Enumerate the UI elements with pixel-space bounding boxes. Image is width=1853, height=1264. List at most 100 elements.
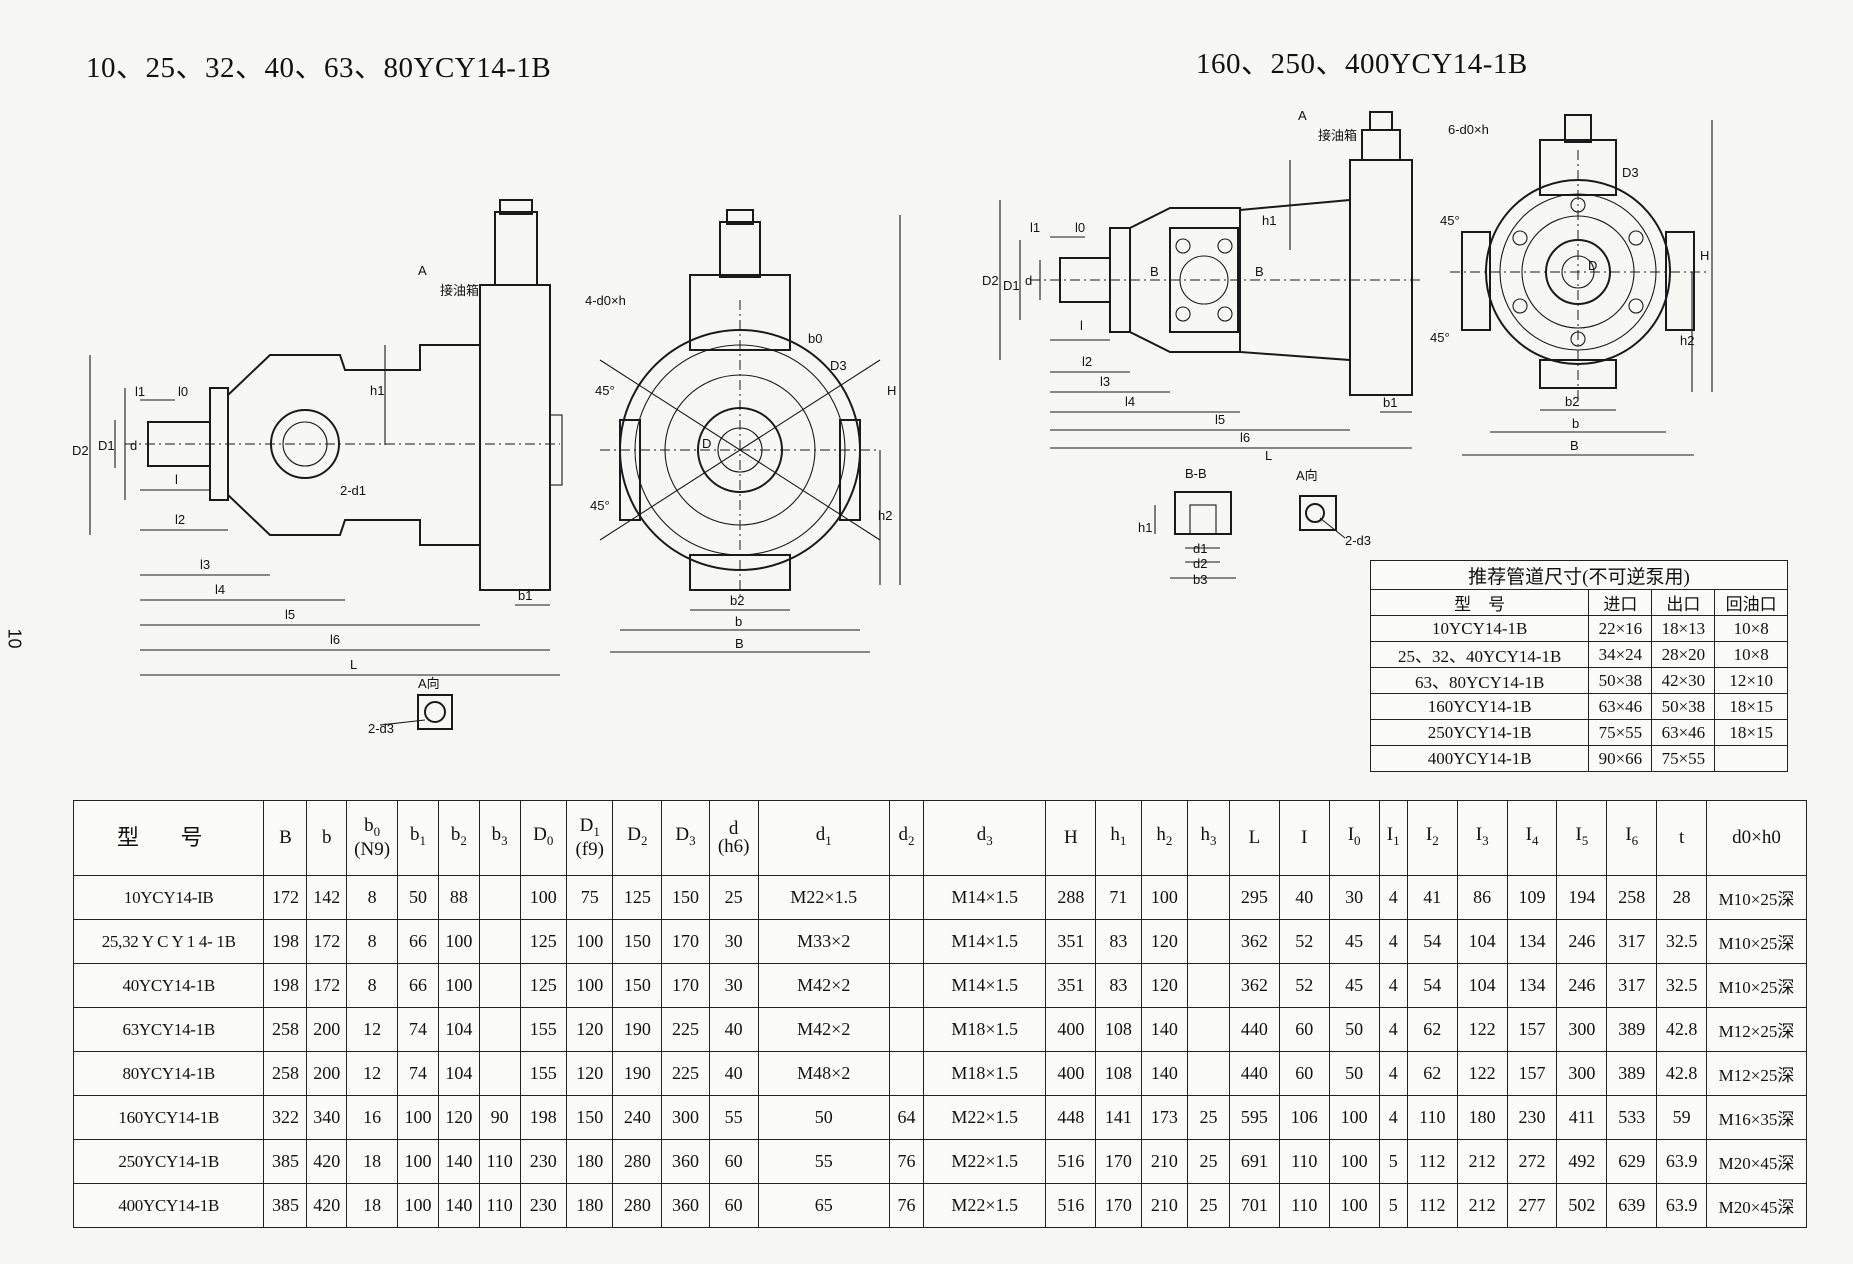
- dim-header-symbol: b: [491, 824, 502, 846]
- dim-value-cell: 198: [263, 919, 308, 964]
- left-front-view: 4-d0×h b0 D3 D 45° 45° H h2 b2 b B: [585, 209, 901, 653]
- dim-header-symbol: b: [322, 827, 332, 848]
- dim-header-symbol: I: [1386, 824, 1394, 846]
- dim-value-cell: 155: [519, 1051, 567, 1096]
- pipe-header-return: 回油口: [1714, 589, 1788, 616]
- dim-header-cell: I3: [1456, 800, 1508, 876]
- label-L-right: L: [1265, 448, 1272, 463]
- dim-header-symbol: t: [1678, 827, 1685, 848]
- dim-value-cell: [888, 963, 924, 1008]
- dim-value-cell: 225: [661, 1051, 710, 1096]
- dim-value-cell: 60: [1278, 1007, 1330, 1052]
- dim-value-cell: 52: [1278, 919, 1330, 964]
- dim-value-cell: 100: [1328, 1139, 1380, 1184]
- dim-value-cell: M48×2: [757, 1051, 890, 1096]
- dim-value-cell: 300: [661, 1095, 710, 1140]
- dim-value-cell: 18: [346, 1183, 399, 1228]
- dim-value-cell: 108: [1095, 1007, 1142, 1052]
- dim-value-cell: 246: [1556, 919, 1608, 964]
- dim-value-cell: 8: [346, 875, 399, 920]
- dim-value-cell: 150: [565, 1095, 614, 1140]
- label-D1: D1: [98, 438, 115, 453]
- dim-value-cell: 120: [437, 1095, 480, 1140]
- label-d1-bb: d1: [1193, 541, 1207, 556]
- dim-value-cell: 300: [1556, 1051, 1608, 1096]
- dim-value-cell: [478, 963, 521, 1008]
- dim-header-tolerance: (h6): [717, 836, 750, 857]
- label-l4-right: l4: [1125, 394, 1135, 409]
- dim-header-symbol: I: [1347, 824, 1355, 846]
- right-drawing-title: 160、250、400YCY14-1B: [1196, 48, 1528, 80]
- dim-value-cell: 280: [612, 1139, 663, 1184]
- dim-header-tolerance: (f9): [575, 838, 604, 860]
- dim-header-subscript: 1: [593, 823, 600, 839]
- pipe-table-cell: 400YCY14-1B: [1369, 745, 1590, 772]
- label-h2-left: h2: [878, 508, 892, 523]
- dim-value-cell: M22×1.5: [922, 1139, 1047, 1184]
- dim-header-cell: b2: [437, 800, 480, 876]
- dim-value-cell: 400: [1045, 1007, 1097, 1052]
- dim-value-cell: 100: [437, 919, 480, 964]
- dim-value-cell: 76: [888, 1183, 924, 1228]
- dim-value-cell: 140: [437, 1139, 480, 1184]
- label-4-d0xh: 4-d0×h: [585, 293, 626, 308]
- dim-value-cell: 66: [397, 919, 439, 964]
- dim-value-cell: 170: [1095, 1139, 1142, 1184]
- label-l5: l5: [285, 607, 295, 622]
- label-L: L: [350, 657, 357, 672]
- dim-value-cell: 280: [612, 1183, 663, 1228]
- dim-value-cell: [1187, 875, 1230, 920]
- pipe-table-caption: 推荐管道尺寸(不可逆泵用): [1370, 560, 1788, 590]
- dim-header-cell: D2: [612, 800, 663, 876]
- dim-value-cell: 134: [1506, 919, 1558, 964]
- dim-value-cell: 16: [346, 1095, 399, 1140]
- label-b1-right: b1: [1383, 395, 1397, 410]
- dim-value-cell: 40: [708, 1051, 759, 1096]
- dim-value-cell: 629: [1606, 1139, 1658, 1184]
- dim-value-cell: 411: [1556, 1095, 1608, 1140]
- dim-value-cell: 258: [263, 1007, 308, 1052]
- label-l6: l6: [330, 632, 340, 647]
- dim-value-cell: M14×1.5: [922, 919, 1047, 964]
- label-b2-left: b2: [730, 593, 744, 608]
- label-b2-right: b2: [1565, 394, 1579, 409]
- dim-header-cell: B: [263, 800, 308, 876]
- dim-value-cell: 351: [1045, 919, 1097, 964]
- dim-value-cell: 125: [612, 875, 663, 920]
- dim-header-subscript: 2: [1432, 832, 1439, 848]
- dim-header-symbol: H: [1063, 827, 1078, 848]
- dim-header-tolerance: (N9): [354, 838, 391, 860]
- pipe-table-cell: 50×38: [1588, 667, 1653, 694]
- pipe-table-cell: 34×24: [1588, 641, 1653, 668]
- dim-header-symbol: d0×h0: [1732, 827, 1781, 848]
- dim-header-cell: I1: [1378, 800, 1408, 876]
- dim-header-cell: d0×h0: [1706, 800, 1807, 876]
- dim-value-cell: 170: [661, 963, 710, 1008]
- dim-value-cell: 75: [565, 875, 614, 920]
- label-A-right: A: [1298, 108, 1307, 123]
- dim-header-symbol: d: [815, 824, 826, 846]
- right-front-view: 6-d0×h D3 D 45° 45° H h2 b2 b B: [1430, 114, 1713, 456]
- dim-value-cell: 420: [306, 1139, 348, 1184]
- dim-header-cell: d3: [922, 800, 1047, 876]
- dim-value-cell: 100: [519, 875, 567, 920]
- dim-value-cell: 288: [1045, 875, 1097, 920]
- dim-value-cell: 230: [1506, 1095, 1558, 1140]
- dim-value-cell: 55: [708, 1095, 759, 1140]
- dim-value-cell: 340: [306, 1095, 348, 1140]
- dim-value-cell: 173: [1140, 1095, 1189, 1140]
- dim-value-cell: 104: [1456, 963, 1508, 1008]
- label-A: A: [418, 263, 427, 278]
- dim-value-cell: M42×2: [757, 963, 890, 1008]
- label-H-right: H: [1700, 248, 1709, 263]
- label-B-right: B: [1570, 438, 1579, 453]
- dim-header-subscript: 2: [460, 832, 467, 848]
- dim-value-cell: 317: [1606, 963, 1658, 1008]
- dim-header-subscript: 6: [1631, 832, 1639, 848]
- dim-value-cell: 90: [478, 1095, 521, 1140]
- dim-value-cell: 83: [1095, 963, 1142, 1008]
